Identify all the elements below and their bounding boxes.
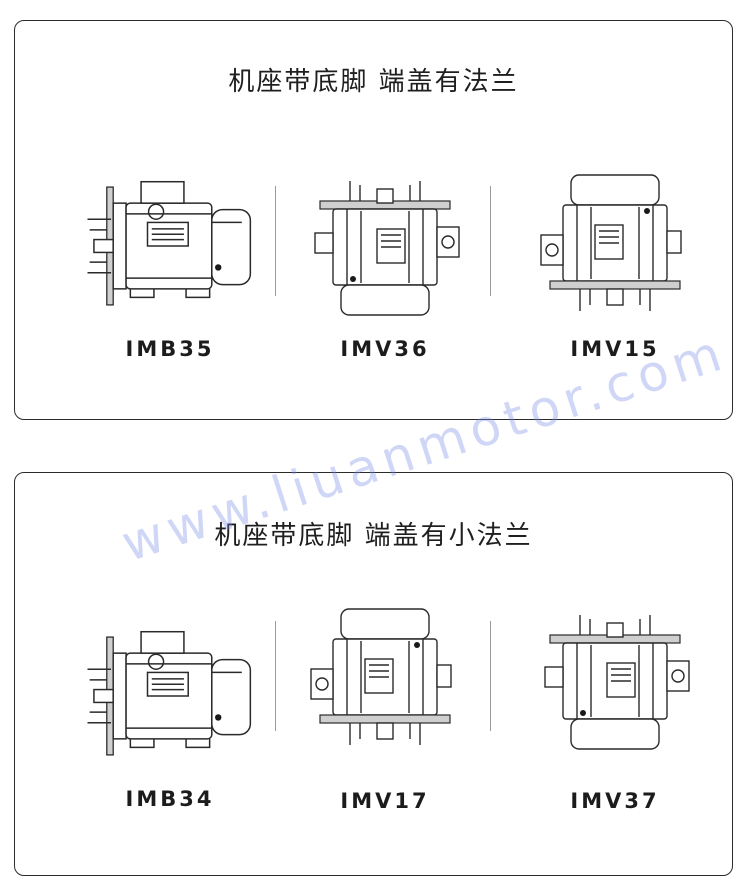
vertical-shaft-down-flange-motor-icon	[540, 174, 682, 312]
horizontal-foot-small-flange-motor-icon	[86, 630, 252, 756]
mount-label: IMV17	[340, 789, 430, 813]
mount-label: IMV36	[340, 337, 430, 361]
mount-label: IMB35	[125, 337, 215, 361]
mount-card-imb35: IMB35	[70, 171, 270, 371]
divider	[490, 621, 491, 731]
vertical-shaft-down-small-flange-motor-icon	[310, 608, 452, 746]
panel-title: 机座带底脚 端盖有小法兰	[214, 521, 533, 551]
vertical-shaft-up-flange-motor-icon	[314, 180, 460, 316]
panel-title: 机座带底脚 端盖有法兰	[228, 67, 519, 97]
divider	[275, 621, 276, 731]
mount-card-imv37: IMV37	[515, 605, 715, 813]
mount-panel-flange: 机座带底脚 端盖有法兰 IMB35 IMV36 IMV15	[14, 20, 733, 420]
mount-card-imv15: IMV15	[515, 171, 715, 371]
mount-label: IMV37	[570, 789, 660, 813]
mount-card-imv36: IMV36	[285, 171, 485, 371]
horizontal-foot-flange-motor-icon	[86, 180, 252, 306]
mount-card-imv17: IMV17	[285, 605, 485, 813]
divider	[490, 186, 491, 296]
divider	[275, 186, 276, 296]
vertical-shaft-up-small-flange-motor-icon	[544, 614, 690, 750]
mount-panel-small-flange: 机座带底脚 端盖有小法兰 IMB34 IMV17 IMV37	[14, 472, 733, 876]
mount-label: IMV15	[570, 337, 660, 361]
mount-label: IMB34	[125, 787, 215, 811]
mount-card-imb34: IMB34	[70, 621, 270, 821]
